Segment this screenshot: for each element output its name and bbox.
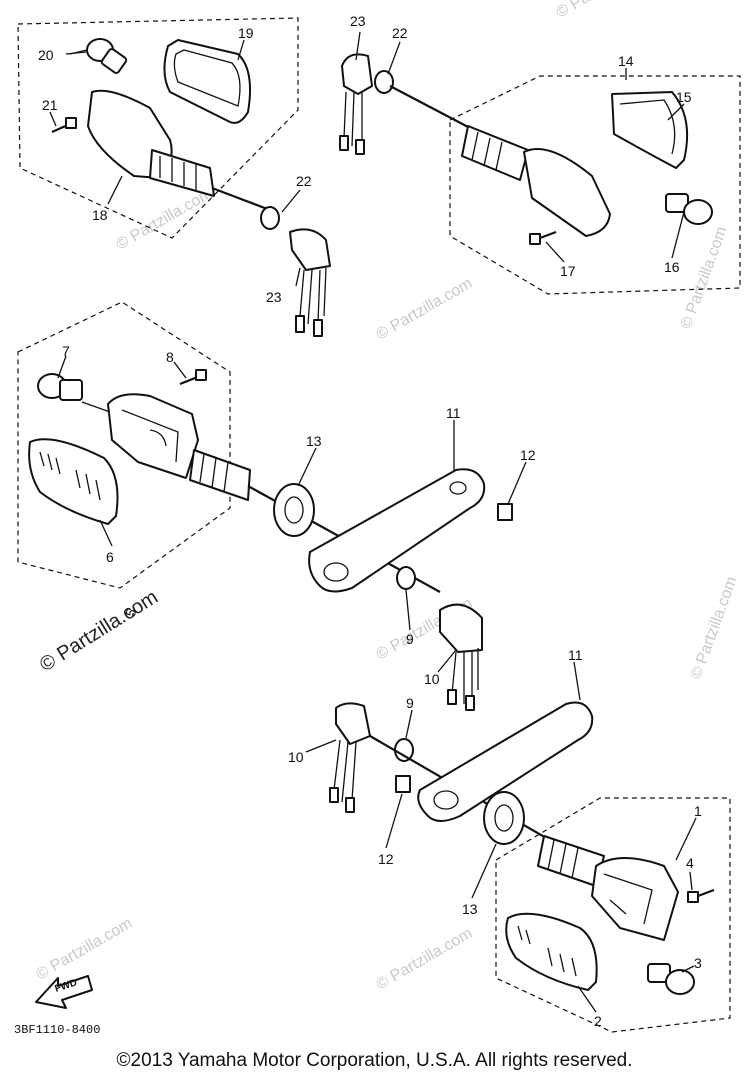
watermark-text: © Partzilla.com: [374, 925, 476, 994]
screw-8: [179, 369, 207, 386]
bracket-stay-11: [308, 468, 486, 593]
callout-15: 15: [676, 89, 692, 105]
turn-signal-assembly-rear-right: [339, 53, 741, 295]
lens-15: [611, 91, 689, 169]
callout-22: 22: [392, 25, 408, 41]
bracket-stay-11: [417, 701, 594, 822]
callout-2: 2: [594, 1013, 602, 1029]
copyright-notice: ©2013 Yamaha Motor Corporation, U.S.A. A…: [116, 1050, 633, 1071]
callout-22: 22: [296, 173, 312, 189]
bulb-20: [69, 38, 128, 74]
callout-11: 11: [446, 405, 461, 421]
callout-4: 4: [686, 855, 694, 871]
callout-leaders: [49, 31, 697, 1013]
callout-10: 10: [288, 749, 304, 765]
watermark-text: © Partzilla.com: [374, 275, 476, 344]
turn-signal-assembly-front-left: [17, 301, 251, 589]
callout-14: 14: [618, 53, 634, 69]
callout-18: 18: [92, 207, 108, 223]
turn-signal-assembly-rear-left: [17, 17, 331, 337]
screw-4: [687, 888, 715, 903]
screw-21: [51, 117, 77, 134]
callout-8: 8: [166, 349, 174, 365]
callout-21: 21: [42, 97, 58, 113]
screw-17: [529, 230, 557, 245]
lens-19: [163, 39, 251, 124]
callout-19: 19: [238, 25, 254, 41]
grommet-9: [396, 566, 416, 590]
nut-12: [497, 503, 513, 521]
bulb-16: [665, 193, 713, 225]
callout-23: 23: [266, 289, 282, 305]
grommet-9: [394, 738, 414, 762]
lens-2: [505, 912, 598, 991]
signal-housing-18: [87, 89, 271, 212]
callout-9: 9: [406, 695, 414, 711]
signal-housing-1: [537, 835, 679, 941]
assembly-boundary-1: [495, 797, 731, 1033]
callout-16: 16: [664, 259, 680, 275]
grommet-13: [483, 791, 525, 845]
watermark-text: © Partzilla.com: [688, 574, 741, 681]
signal-housing-14: [461, 125, 611, 237]
assembly-boundary-14: [449, 75, 741, 295]
assembly-boundary-5: [17, 301, 231, 589]
watermark-text: © Partzilla.com: [554, 0, 656, 21]
callout-3: 3: [694, 955, 702, 971]
watermark-text: © Partzilla.com: [34, 915, 136, 984]
lens-6: [28, 438, 119, 525]
assembly-boundary-18: [17, 17, 299, 239]
callout-12: 12: [378, 851, 394, 867]
watermark-text: © Partzilla.com: [678, 224, 731, 331]
wire-connector-23: [289, 228, 331, 337]
watermark-text: © Partzilla.com: [114, 185, 216, 254]
callout-11: 11: [568, 647, 583, 663]
grommet-13: [273, 483, 315, 537]
callout-10: 10: [424, 671, 440, 687]
callout-13: 13: [462, 901, 478, 917]
bulb-3: [647, 963, 695, 995]
grommet-22: [374, 70, 394, 94]
nut-12: [395, 775, 411, 793]
callout-12: 12: [520, 447, 536, 463]
wire-connector-10: [329, 702, 371, 813]
bulb-7: [37, 373, 111, 413]
callout-1: 1: [694, 803, 702, 819]
wire-connector-23: [339, 53, 373, 155]
signal-housing-5: [107, 393, 251, 501]
callout-20: 20: [38, 47, 54, 63]
callout-numbers: 19 20 21 18 22 23 23 22 14 15 16 17 7 8 …: [38, 13, 702, 1029]
watermark-main: © Partzilla.com: [36, 586, 162, 676]
callout-13: 13: [306, 433, 322, 449]
callout-6: 6: [106, 549, 114, 565]
wire-connector-10: [439, 603, 483, 711]
turn-signal-assembly-front-right: [495, 797, 731, 1033]
forward-direction-arrow: FWD: [35, 975, 93, 1009]
grommet-22: [260, 206, 280, 230]
mounting-stem: [389, 85, 471, 129]
callout-9: 9: [406, 631, 414, 647]
diagram-code: 3BF1110-8400: [14, 1023, 100, 1037]
callout-7: 7: [62, 343, 70, 359]
callout-23: 23: [350, 13, 366, 29]
callout-17: 17: [560, 263, 576, 279]
